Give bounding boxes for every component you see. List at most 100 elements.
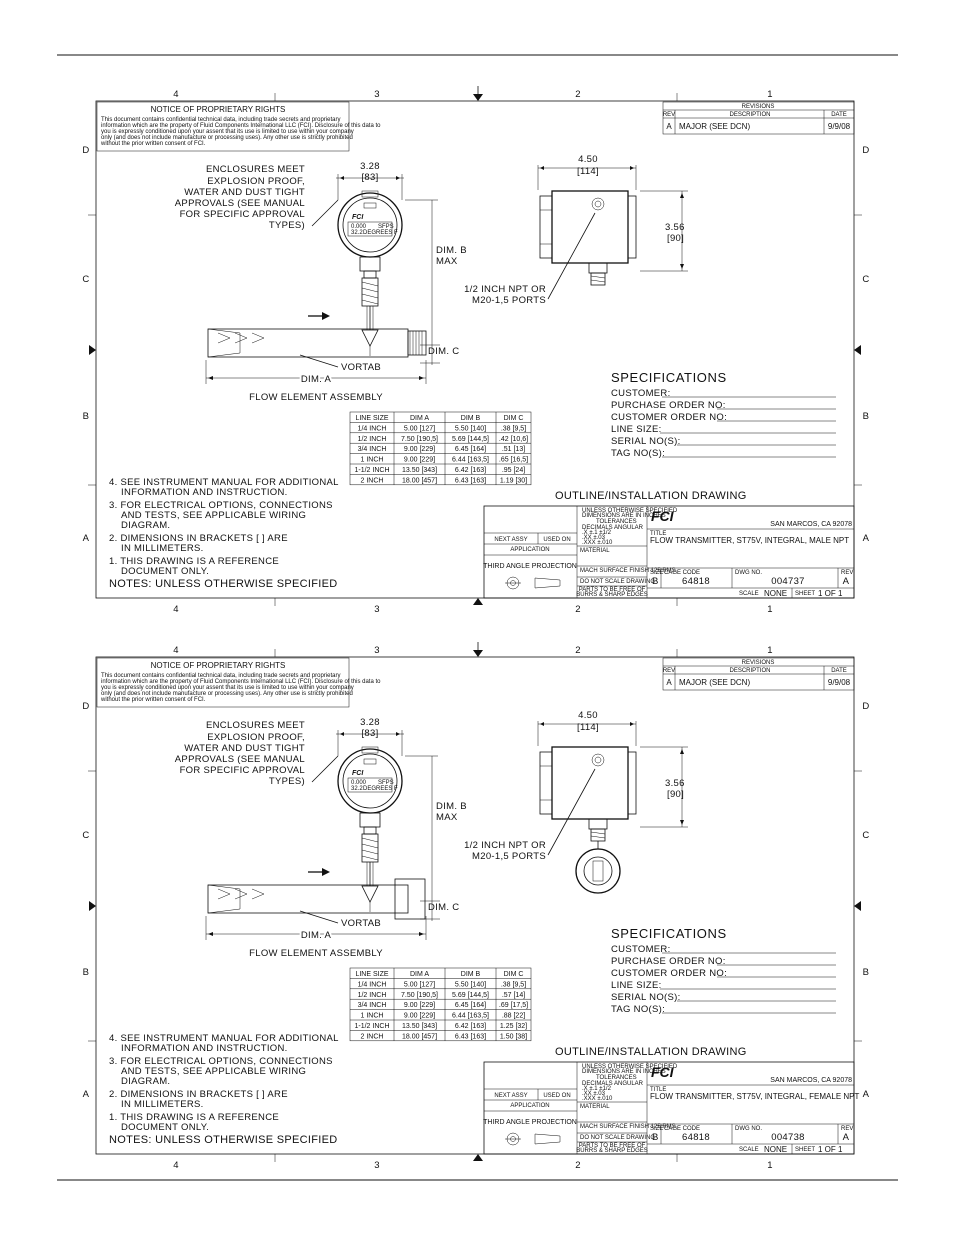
table-header: LINE SIZE [355, 971, 388, 978]
enclosure-note-line: TYPES) [269, 220, 305, 231]
text-label: TITLE [650, 531, 666, 537]
table-cell: 1/4 INCH [358, 981, 387, 988]
rev-header: DESCRIPTION [729, 668, 770, 674]
row-label: D [82, 145, 89, 156]
table-cell: 9.00 [229] [404, 446, 435, 453]
height-side-dim: 3.56 [665, 222, 685, 233]
table-cell: 13.50 [343] [402, 1023, 437, 1030]
col-label: 3 [374, 89, 380, 100]
table-cell: .51 [13] [502, 446, 525, 453]
general-notes: 4. SEE INSTRUMENT MANUAL FOR ADDITIONAL … [109, 1033, 338, 1146]
assembly-label: FLOW ELEMENT ASSEMBLY [249, 392, 383, 403]
width-side-dim: 4.50 [578, 710, 598, 721]
row-label: B [863, 411, 870, 422]
text-label: MATERIAL [580, 548, 610, 554]
table-cell: 9.00 [229] [404, 1002, 435, 1009]
table-cell: 6.42 [163] [455, 467, 486, 474]
rev-cell: A [666, 678, 672, 687]
table-header: DIM C [504, 415, 524, 422]
dim-a-label: DIM. A [301, 930, 332, 941]
table-cell: 1-1/2 INCH [354, 467, 389, 474]
dim-a-label: DIM. A [301, 374, 332, 385]
table-cell: 1.19 [30] [500, 477, 527, 484]
rev-cell: MAJOR (SEE DCN) [679, 678, 750, 687]
rev-cell: 9/9/08 [828, 122, 851, 131]
row-label: C [862, 274, 869, 285]
dim-b-max: MAX [436, 812, 458, 823]
text-label: DWG NO. [735, 570, 762, 576]
table-cell: .69 [17,5] [499, 1002, 528, 1009]
text-label: SHEET [795, 591, 815, 597]
revisions-title: REVISIONS [742, 104, 775, 110]
text-label: 1 OF 1 [818, 589, 843, 598]
table-cell: 3/4 INCH [358, 1002, 387, 1009]
row-label: C [82, 830, 89, 841]
table-cell: 6.43 [163] [455, 1033, 486, 1040]
text-label: SIZE [650, 570, 663, 576]
notice-line: only (and does not include manufacture o… [101, 135, 353, 141]
enclosure-note-line: TYPES) [269, 776, 305, 787]
display-l2: SFPS [378, 224, 394, 230]
col-label: 4 [173, 604, 179, 615]
notice-line: information which are the property of Fl… [101, 679, 381, 685]
width-front-dim: 3.28 [360, 161, 380, 172]
col-label: 1 [767, 604, 773, 615]
transmitter-side-view: 4.50 [114] 3.56 [90] [537, 710, 688, 842]
text-label: .XX ±.03 [582, 1091, 606, 1097]
height-side-mm: [90] [667, 789, 684, 800]
table-cell: 1 INCH [361, 457, 384, 464]
specs-fields: CUSTOMER: PURCHASE ORDER NO: CUSTOMER OR… [611, 388, 836, 459]
spec-field: CUSTOMER: [611, 944, 671, 955]
notice-line: This document contains confidential tech… [101, 117, 340, 123]
text-label: BURRS & SHARP EDGES [576, 1148, 648, 1154]
text-label: 4. SEE INSTRUMENT MANUAL FOR ADDITIONAL [109, 477, 339, 488]
dim-c-label: DIM. C [428, 346, 459, 357]
enclosure-leader [311, 755, 339, 783]
table-cell: 7.50 [190,5] [401, 992, 438, 999]
col-label: 1 [767, 89, 773, 100]
third-angle-label: THIRD ANGLE PROJECTION [483, 1119, 577, 1126]
rev-cell: MAJOR (SEE DCN) [679, 122, 750, 131]
text-label: DECIMALS ANGULAR [582, 525, 644, 531]
row-label: B [83, 411, 90, 422]
transmitter-front-view: 3.28 [83] FCI 0.000 SFPS 32.2 DEGREES F [336, 717, 404, 886]
col-label: 2 [575, 1160, 581, 1171]
table-cell: 1.25 [32] [500, 1023, 527, 1030]
row-label: D [82, 701, 89, 712]
text-label: B [652, 576, 659, 587]
table-cell: 5.69 [144,5] [452, 436, 489, 443]
table-header: DIM B [461, 971, 481, 978]
table-cell: 1/2 INCH [358, 436, 387, 443]
vortab-label: VORTAB [341, 918, 381, 929]
table-cell: 6.44 [163,5] [452, 1013, 489, 1020]
table-cell: 1/2 INCH [358, 992, 387, 999]
row-label: C [862, 830, 869, 841]
rev-header: DATE [831, 668, 847, 674]
row-label: A [83, 1089, 90, 1100]
col-label: 2 [575, 604, 581, 615]
table-cell: 18.00 [457] [402, 477, 437, 484]
rev-cell: 9/9/08 [828, 678, 851, 687]
width-side-mm: [114] [577, 722, 599, 733]
table-cell: 1 INCH [361, 1013, 384, 1020]
text-label: MACH SURFACE FINISH 125 RMS [580, 568, 676, 574]
vortab-leader [299, 910, 339, 924]
width-front-mm: [83] [361, 728, 378, 739]
ports-note-line: M20-1,5 PORTS [472, 851, 546, 862]
col-label: 4 [173, 89, 179, 100]
text-label: MACH SURFACE FINISH 125 RMS [580, 1124, 676, 1130]
enclosure-leader [311, 199, 339, 227]
specs-fields: CUSTOMER: PURCHASE ORDER NO: CUSTOMER OR… [611, 944, 836, 1015]
notice-title: NOTICE OF PROPRIETARY RIGHTS [151, 661, 286, 670]
notice-line: you is expressly conditioned upon your a… [101, 685, 354, 691]
width-side-dim: 4.50 [578, 154, 598, 165]
col-label: 2 [575, 89, 581, 100]
third-angle-label: THIRD ANGLE PROJECTION [483, 563, 577, 570]
text-label: .X ±.1 ±1/2 [582, 530, 612, 536]
flow-element-assembly [207, 878, 426, 920]
text-label: MATERIAL [580, 1104, 610, 1110]
text-label: DO NOT SCALE DRAWING [580, 1135, 655, 1141]
text-label: CAGE CODE [664, 570, 700, 576]
table-cell: 6.44 [163,5] [452, 457, 489, 464]
centering-arrow-bottom [473, 598, 483, 605]
